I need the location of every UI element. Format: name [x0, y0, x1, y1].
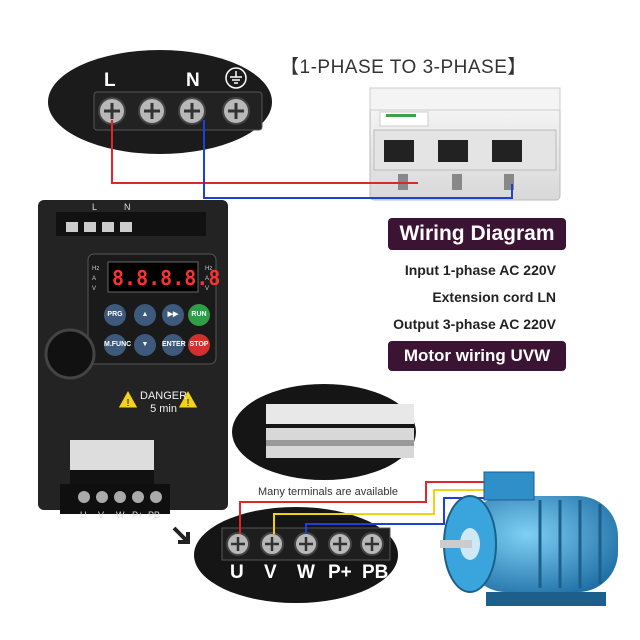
wire-l-red [111, 120, 418, 184]
ground-icon [225, 67, 247, 89]
screw-n [138, 97, 166, 125]
key-up-icon[interactable]: ▲ [134, 304, 156, 326]
vfd-body [38, 200, 228, 514]
page-title: 【1-PHASE TO 3-PHASE】 [280, 57, 527, 78]
side-left-a: A [92, 276, 97, 282]
device-bottom-u: U [80, 510, 87, 520]
arrow-icon [172, 526, 190, 544]
input-label-l: L [104, 70, 116, 91]
vfd-bottom-screws [78, 491, 162, 503]
motor-wiring-title: Motor wiring UVW [388, 341, 566, 371]
input-screws [93, 91, 263, 131]
output-label-v: V [264, 562, 277, 583]
device-bottom-pb: PB [148, 510, 161, 520]
screw-l [98, 97, 126, 125]
side-right-v: V [205, 286, 210, 292]
device-bottom-w: W [116, 510, 125, 520]
control-terminals [266, 404, 414, 458]
side-right-a: A [205, 276, 210, 282]
side-left-v: V [92, 286, 97, 292]
svg-text:!: ! [127, 398, 130, 409]
wire-u-red [239, 481, 506, 534]
spec-input: Input 1-phase AC 220V [404, 262, 556, 278]
device-label-n: N [124, 202, 131, 212]
wiring-diagram-title: Wiring Diagram [388, 218, 566, 250]
key-down-icon[interactable]: ▼ [134, 334, 156, 356]
input-label-n: N [186, 70, 200, 91]
device-display: 8.8.8.8.8 [112, 266, 221, 290]
danger-line1: DANGER [140, 390, 188, 402]
spec-extension: Extension cord LN [432, 289, 556, 305]
warning-icon: ! ! [117, 388, 199, 409]
wire-n-blue [203, 120, 513, 199]
side-left-hz: Hz [92, 266, 100, 272]
key-stop[interactable]: STOP [188, 334, 210, 356]
screw-3 [178, 97, 206, 125]
terminal-note: Many terminals are available [258, 486, 399, 498]
danger-line2: 5 min [150, 403, 177, 415]
side-right-hz: Hz [205, 266, 213, 272]
device-bottom-pplus: P+ [132, 510, 144, 520]
output-label-w: W [297, 562, 315, 583]
wire-v-yellow [273, 489, 516, 534]
output-label-pplus: P+ [328, 562, 352, 583]
key-shift-icon[interactable]: ▶▶ [162, 304, 184, 326]
circuit-breaker [369, 87, 561, 201]
output-label-u: U [230, 562, 244, 583]
key-run[interactable]: RUN [188, 304, 210, 326]
key-enter[interactable]: ENTER [162, 334, 186, 356]
key-mfunc[interactable]: M.FUNC [104, 334, 131, 356]
danger-warning: DANGER 5 min [140, 390, 187, 416]
key-prg[interactable]: PRG [104, 304, 126, 326]
svg-text:!: ! [187, 398, 190, 409]
device-bottom-v: V [98, 510, 105, 520]
output-label-pb: PB [362, 562, 389, 583]
motor-icon [440, 471, 618, 606]
device-label-l: L [92, 202, 98, 212]
spec-output: Output 3-phase AC 220V [393, 316, 556, 332]
screw-ground [222, 97, 250, 125]
